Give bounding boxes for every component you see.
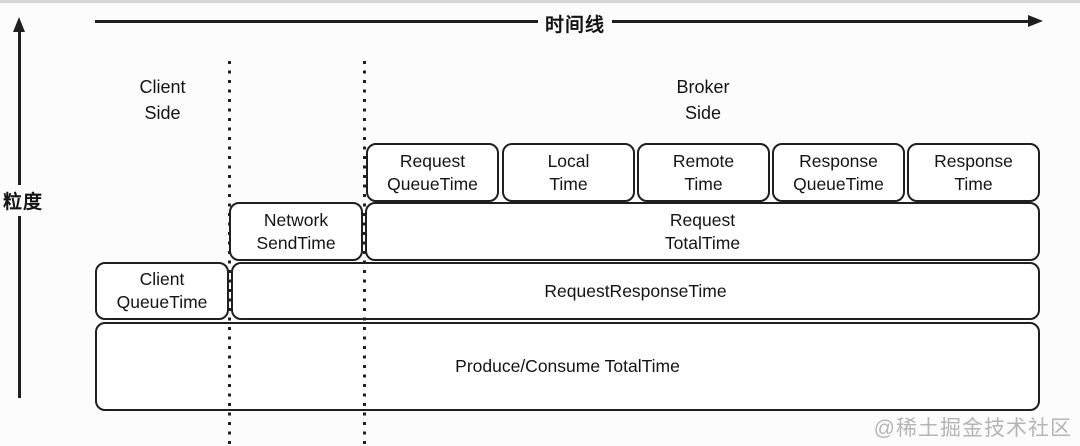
divider-network-broker-dotted-line: [363, 61, 366, 446]
arrowhead-right-icon: [1028, 15, 1043, 27]
metric-box-request-totaltime: Request TotalTime: [365, 202, 1040, 261]
metric-box-request-queuetime: Request QueueTime: [366, 143, 499, 202]
metric-box-network-sendtime: Network SendTime: [229, 202, 363, 261]
client-side-label: Client Side: [139, 77, 186, 124]
timeline-axis-label: 时间线: [538, 10, 613, 37]
metric-box-response-queuetime: Response QueueTime: [772, 143, 905, 202]
watermark-text: @稀土掘金技术社区: [873, 417, 1072, 440]
metric-box-requestresponsetime: RequestResponseTime: [231, 262, 1040, 320]
metric-box-response-time: Response Time: [907, 143, 1040, 202]
granularity-axis-label: 粒度: [0, 185, 47, 216]
metric-box-local-time: Local Time: [502, 143, 635, 202]
metric-box-remote-time: Remote Time: [637, 143, 770, 202]
divider-client-network-dotted-line: [228, 61, 231, 446]
broker-side-label: Broker Side: [676, 77, 730, 124]
metric-box-produce-consume-totaltime: Produce/Consume TotalTime: [95, 322, 1040, 411]
arrowhead-up-icon: [13, 17, 25, 32]
metric-box-client-queuetime: Client QueueTime: [95, 262, 229, 320]
